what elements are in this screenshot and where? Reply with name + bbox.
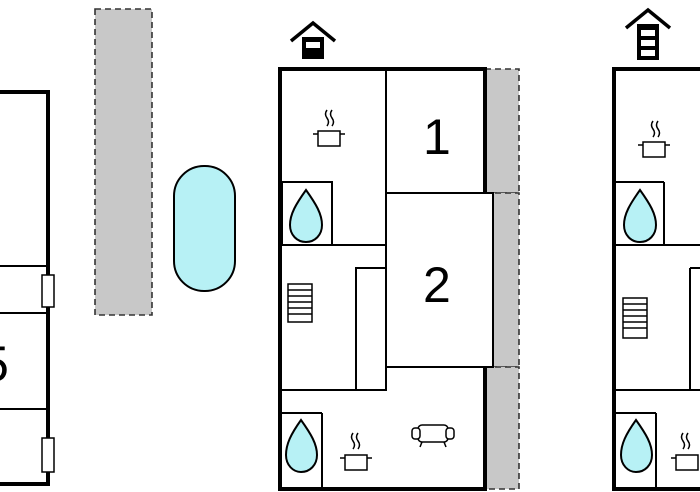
water-drop-icon: [284, 418, 319, 474]
cooking-pot-icon: [340, 432, 372, 471]
left-window-2: [41, 437, 55, 473]
water-drop-icon: [619, 418, 654, 474]
terrace-strip: [94, 8, 153, 316]
room-2-box: [385, 192, 494, 368]
house-arrow-icon: [289, 20, 337, 59]
cooking-pot-icon: [671, 432, 699, 471]
pool-icon: [173, 165, 236, 292]
right-building: [612, 7, 700, 491]
left-building: 5: [0, 90, 55, 486]
water-drop-icon: [622, 188, 658, 244]
room-number-1: 1: [423, 109, 451, 165]
right-building-outline: [612, 67, 700, 491]
terrace-right-1: [484, 68, 520, 194]
stair-landing: [355, 267, 387, 391]
left-window-1: [41, 274, 55, 308]
room-number-2: 2: [423, 257, 451, 313]
middle-building: 1 2: [278, 20, 520, 491]
cooking-pot-icon: [638, 120, 670, 158]
left-building-outline: [0, 90, 50, 486]
sofa-icon: [411, 424, 455, 448]
cooking-pot-icon: [313, 109, 345, 147]
stairs-icon: [622, 297, 648, 339]
terrace-right-3: [484, 366, 520, 490]
bathroom-top: [281, 181, 333, 246]
room-number-5: 5: [0, 336, 9, 392]
stairs-icon: [287, 283, 313, 323]
house-arrow-icon: [624, 7, 672, 60]
water-drop-icon: [288, 188, 324, 244]
